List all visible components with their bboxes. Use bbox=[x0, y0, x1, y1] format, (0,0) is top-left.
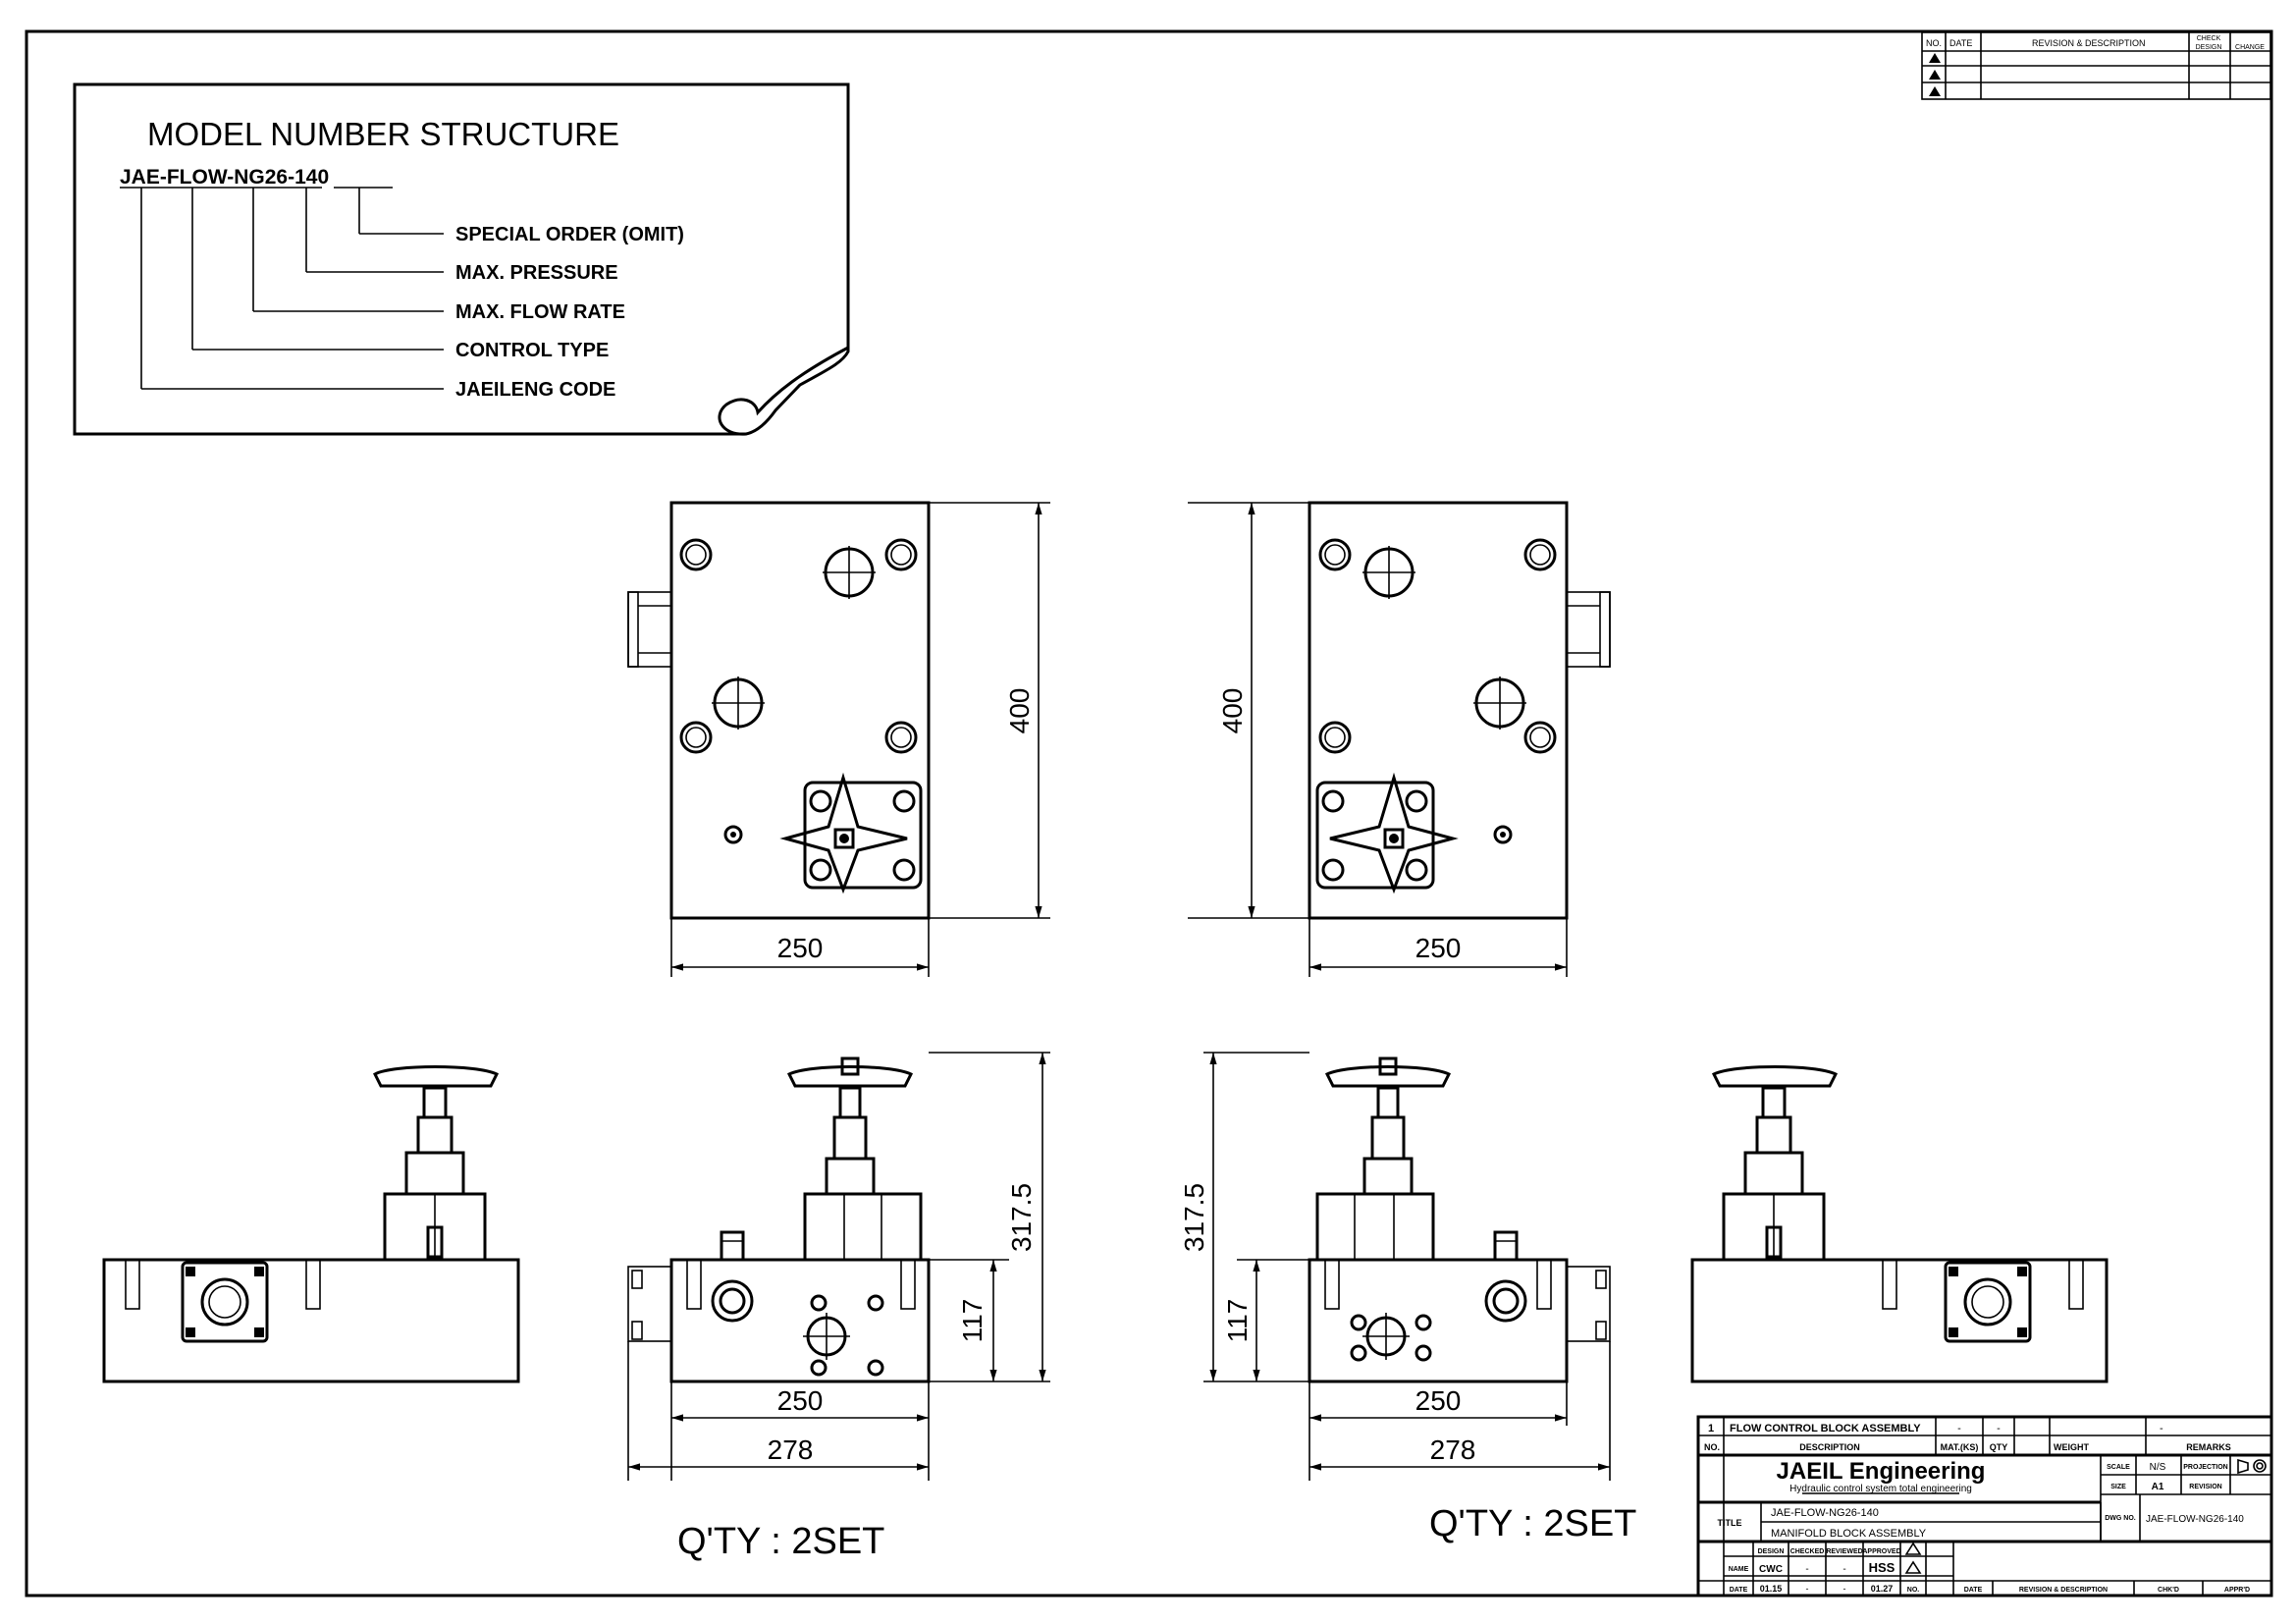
scale-label: SCALE bbox=[2107, 1464, 2130, 1471]
col-qty: QTY bbox=[1990, 1442, 2008, 1452]
front-left-dimensions: 317.5 117 250 278 bbox=[627, 1052, 1050, 1481]
item-desc: FLOW CONTROL BLOCK ASSEMBLY bbox=[1730, 1423, 1921, 1435]
item-dash-remarks: - bbox=[2160, 1423, 2163, 1435]
date-design: 01.15 bbox=[1760, 1584, 1783, 1594]
sign-reviewed: REVIEWED bbox=[1826, 1548, 1862, 1555]
dim-block-height-117-right: 117 bbox=[1222, 1299, 1253, 1343]
scale-value: N/S bbox=[2150, 1462, 2166, 1473]
legend-special-order: SPECIAL ORDER (OMIT) bbox=[455, 224, 684, 245]
title-block: 1 FLOW CONTROL BLOCK ASSEMBLY - - - NO. … bbox=[1696, 1415, 2273, 1597]
name-design: CWC bbox=[1759, 1564, 1783, 1575]
plan-right-dimensions: 400 250 bbox=[1188, 502, 1568, 977]
date-label: DATE bbox=[1730, 1587, 1748, 1594]
name-reviewed: - bbox=[1842, 1564, 1845, 1575]
title-label: TITLE bbox=[1718, 1518, 1742, 1528]
rev-col-desc: REVISION & DESCRIPTION bbox=[2032, 38, 2146, 48]
model-code: JAE-FLOW-NG26-140 bbox=[120, 166, 329, 189]
dim-height-400-right: 400 bbox=[1217, 688, 1248, 734]
rev-col-date: DATE bbox=[1949, 38, 1972, 48]
name-checked: - bbox=[1805, 1564, 1808, 1575]
rev-col-no: NO. bbox=[1926, 38, 1942, 48]
date-reviewed: - bbox=[1843, 1584, 1846, 1594]
dim-width-250-front-right: 250 bbox=[1415, 1385, 1462, 1416]
date-checked: - bbox=[1806, 1584, 1809, 1594]
revision-triangle-icon bbox=[1929, 86, 1941, 96]
dim-width-250-front: 250 bbox=[777, 1385, 824, 1416]
dim-overall-278-front-right: 278 bbox=[1430, 1435, 1476, 1465]
title-line-2: MANIFOLD BLOCK ASSEMBLY bbox=[1771, 1528, 1927, 1540]
projection-label: PROJECTION bbox=[2183, 1464, 2228, 1471]
revision-label: REVISION bbox=[2189, 1484, 2221, 1490]
col-mat: MAT.(KS) bbox=[1941, 1442, 1979, 1452]
front-view-left bbox=[627, 1056, 931, 1383]
sign-approved: APPROVED bbox=[1862, 1548, 1900, 1555]
dim-height-400: 400 bbox=[1004, 688, 1035, 734]
legend-max-pressure: MAX. PRESSURE bbox=[455, 262, 618, 284]
title-line-1: JAE-FLOW-NG26-140 bbox=[1771, 1507, 1879, 1519]
model-number-panel: MODEL NUMBER STRUCTURE JAE-FLOW-NG26-140… bbox=[73, 82, 850, 436]
quantity-label-left: Q'TY : 2SET bbox=[677, 1521, 884, 1562]
dim-total-height-317-5: 317.5 bbox=[1006, 1183, 1037, 1252]
revision-triangle-icon bbox=[1929, 53, 1941, 63]
rev-chk-label: CHK'D bbox=[2158, 1587, 2179, 1594]
item-dash-mat: - bbox=[1957, 1423, 1961, 1435]
dim-block-height-117: 117 bbox=[957, 1299, 988, 1343]
rev-date-label: DATE bbox=[1964, 1587, 1983, 1594]
rev-col-change: CHANGE bbox=[2235, 44, 2265, 51]
rev-no-label: NO. bbox=[1907, 1587, 1920, 1594]
rev-desc-label: REVISION & DESCRIPTION bbox=[2019, 1587, 2108, 1594]
col-weight: WEIGHT bbox=[2054, 1442, 2089, 1452]
item-dash-qty: - bbox=[1997, 1423, 2001, 1435]
date-approved: 01.27 bbox=[1871, 1584, 1894, 1594]
dim-width-250: 250 bbox=[777, 933, 824, 963]
col-no: NO. bbox=[1704, 1442, 1720, 1452]
dwg-no-value: JAE-FLOW-NG26-140 bbox=[2146, 1514, 2244, 1525]
dwg-no-label: DWG NO. bbox=[2105, 1515, 2136, 1522]
projection-symbol-icon bbox=[2237, 1458, 2267, 1475]
size-value: A1 bbox=[2152, 1482, 2164, 1492]
side-view-far-right bbox=[1690, 1065, 2109, 1383]
plan-view-right bbox=[1308, 501, 1611, 920]
side-view-far-left bbox=[102, 1065, 520, 1383]
name-label: NAME bbox=[1729, 1566, 1749, 1573]
revision-triangle-icon bbox=[1904, 1542, 1922, 1555]
rev-col-check: CHECK bbox=[2197, 35, 2221, 42]
rev-appr-label: APPR'D bbox=[2224, 1587, 2250, 1594]
sheet-border bbox=[25, 29, 2273, 1597]
model-structure-title: MODEL NUMBER STRUCTURE bbox=[147, 116, 619, 152]
col-remarks: REMARKS bbox=[2186, 1442, 2231, 1452]
legend-max-flow-rate: MAX. FLOW RATE bbox=[455, 301, 625, 323]
sign-design: DESIGN bbox=[1758, 1548, 1785, 1555]
dim-overall-278-front: 278 bbox=[768, 1435, 814, 1465]
rev-col-design: DESIGN bbox=[2196, 44, 2222, 51]
size-label: SIZE bbox=[2110, 1484, 2126, 1490]
dim-total-height-317-5-right: 317.5 bbox=[1179, 1183, 1209, 1252]
item-no: 1 bbox=[1708, 1423, 1714, 1435]
company-name: JAEIL Engineering bbox=[1777, 1458, 1986, 1485]
legend-jaeileng-code: JAEILENG CODE bbox=[455, 379, 615, 401]
company-tagline: Hydraulic control system total engineeri… bbox=[1789, 1484, 1972, 1494]
revision-triangle-icon bbox=[1929, 70, 1941, 80]
plan-left-dimensions: 400 250 bbox=[670, 502, 1050, 977]
plan-view-left bbox=[627, 501, 931, 920]
sign-checked: CHECKED bbox=[1790, 1548, 1825, 1555]
revision-block: NO. DATE REVISION & DESCRIPTION CHECK DE… bbox=[1921, 31, 2271, 100]
front-right-dimensions: 317.5 117 250 278 bbox=[1179, 1052, 1611, 1481]
dim-width-250-right: 250 bbox=[1415, 933, 1462, 963]
front-view-right bbox=[1308, 1056, 1611, 1383]
col-desc: DESCRIPTION bbox=[1799, 1442, 1860, 1452]
quantity-label-right: Q'TY : 2SET bbox=[1429, 1503, 1636, 1544]
legend-control-type: CONTROL TYPE bbox=[455, 340, 609, 361]
name-approved: HSS bbox=[1869, 1560, 1896, 1575]
revision-triangle-icon bbox=[1904, 1560, 1922, 1574]
